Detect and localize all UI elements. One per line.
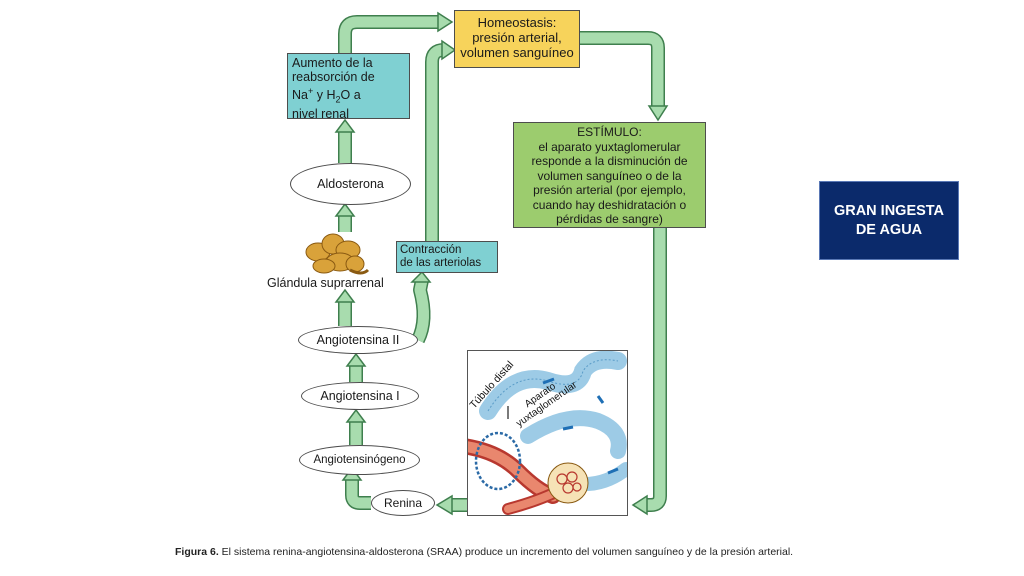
stimulus-box: ESTÍMULO: el aparato yuxtaglomerular res… [513, 122, 706, 228]
side-box-line2: DE AGUA [855, 221, 923, 238]
arrowhead [437, 11, 454, 33]
stimulus-title: ESTÍMULO: [577, 125, 642, 139]
caption-text: El sistema renina-angiotensina-aldostero… [218, 546, 794, 558]
contraction-line2: de las arteriolas [400, 257, 482, 269]
renin-node: Renina [371, 490, 435, 516]
side-box-line1: GRAN INGESTA [833, 202, 945, 219]
homeostasis-line2: presión arterial, [472, 30, 562, 45]
plus-sup: + [307, 86, 314, 96]
figure-caption: Figura 6. El sistema renina-angiotensina… [175, 546, 835, 558]
arrowhead [410, 270, 432, 283]
homeostasis-box: Homeostasis: presión arterial, volumen s… [454, 10, 580, 68]
angiotensin-1-node: Angiotensina I [301, 382, 419, 410]
oa-text: O a [340, 88, 361, 103]
homeostasis-line3: volumen sanguíneo [460, 45, 574, 60]
stimulus-line: cuando hay deshidratación o [532, 197, 687, 212]
reabsorption-line2: reabsorción de [292, 70, 375, 84]
arrowhead [435, 494, 453, 516]
arrowhead [334, 118, 356, 133]
arrowhead [334, 288, 356, 303]
angiotensin-2-node: Angiotensina II [298, 326, 418, 354]
arrowhead [334, 202, 356, 217]
arrowhead [647, 105, 669, 122]
aldosterone-node: Aldosterona [290, 163, 411, 205]
arrowhead [631, 494, 648, 516]
two-sub: 2 [335, 94, 341, 105]
arrowhead [345, 352, 367, 367]
na-text: Na [292, 88, 308, 103]
contraction-box: Contracción de las arteriolas [396, 241, 498, 273]
adrenal-gland-illustration [305, 233, 370, 275]
arrowhead [441, 39, 457, 61]
arrow-homeostasis-to-stimulus [580, 31, 665, 108]
contraction-line1: Contracción [400, 244, 462, 256]
stimulus-line: volumen sanguíneo o de la [537, 168, 682, 183]
caption-label: Figura 6. [175, 546, 219, 558]
kidney-illustration [468, 351, 627, 515]
angiotensinogen-node: Angiotensinógeno [299, 445, 420, 475]
reabsorption-line3: Na+ y H2O a [292, 84, 405, 107]
reabsorption-line4: nivel renal [292, 106, 349, 121]
kidney-panel: Túbulo distal Aparato yuxtaglomerular [467, 350, 628, 516]
stimulus-line: pérdidas de sangre) [556, 212, 663, 226]
stimulus-line: presión arterial (por ejemplo, [533, 183, 686, 197]
yh-text: y H [316, 88, 336, 103]
reabsorption-box: Aumento de la reabsorción de Na+ y H2O a… [287, 53, 410, 121]
large-water-intake-box: GRAN INGESTA DE AGUA [819, 181, 959, 260]
adrenal-gland-label: Glándula suprarrenal [267, 276, 384, 290]
stimulus-line: responde a la disminución de [531, 154, 688, 168]
stimulus-line: el aparato yuxtaglomerular [538, 139, 681, 154]
homeostasis-line1: Homeostasis: [477, 15, 557, 30]
arrowhead [345, 408, 367, 423]
reabsorption-line1: Aumento de la [292, 56, 373, 70]
